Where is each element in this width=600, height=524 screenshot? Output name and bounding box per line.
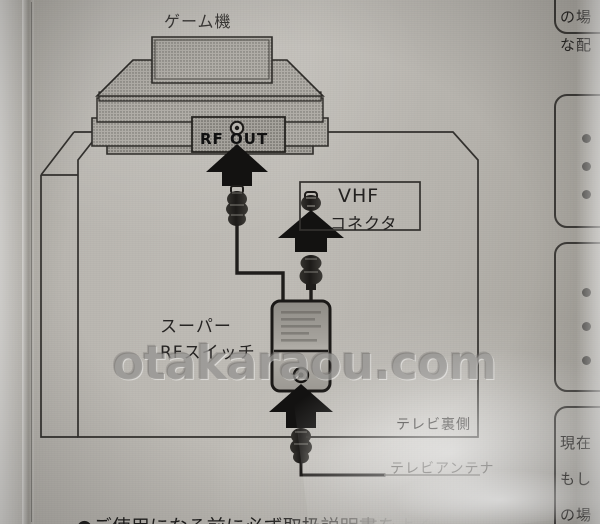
- tv-back-outline: [40, 131, 479, 438]
- label-vhf-connector-line2: コネクタ: [330, 214, 398, 233]
- label-tv-back: テレビ裏側: [396, 417, 471, 433]
- cable-console-to-switch: [235, 224, 285, 304]
- label-rf-switch-line1: スーパー: [160, 317, 232, 337]
- left-page-shadow: [0, 0, 24, 524]
- coax-plug-antenna: [290, 428, 312, 464]
- label-rf-out-port: RF OUT: [200, 130, 269, 148]
- page-fold-highlight: [22, 0, 34, 524]
- site-watermark: otakaraou.com: [112, 336, 497, 391]
- vhf-connector-plug: [301, 191, 321, 211]
- right-margin-column: の場 な配 現在 もし の場: [546, 0, 600, 524]
- game-console-illustration: [91, 36, 329, 155]
- footnote-text: ●ご使用になる前に必ず取扱説明書をよく: [52, 490, 435, 524]
- arrow-to-vhf-connector: [278, 210, 344, 252]
- label-tv-antenna: テレビアンテナ: [390, 461, 495, 477]
- label-vhf-connector-line1: VHF: [338, 185, 380, 207]
- antenna-cable: [299, 460, 386, 477]
- coax-plug-console: [226, 185, 248, 226]
- footnote-text-value: ●ご使用になる前に必ず取扱説明書をよく: [76, 516, 435, 524]
- coax-plug-vhf: [299, 255, 323, 290]
- page-fold-line: [31, 2, 32, 522]
- vhf-label-box: [299, 181, 421, 231]
- label-game-console: ゲーム機: [164, 12, 232, 31]
- right-margin-glare: [576, 0, 600, 524]
- arrow-to-rf-out: [206, 144, 268, 186]
- label-rf-switch-line2: RFスイッチ: [160, 343, 256, 363]
